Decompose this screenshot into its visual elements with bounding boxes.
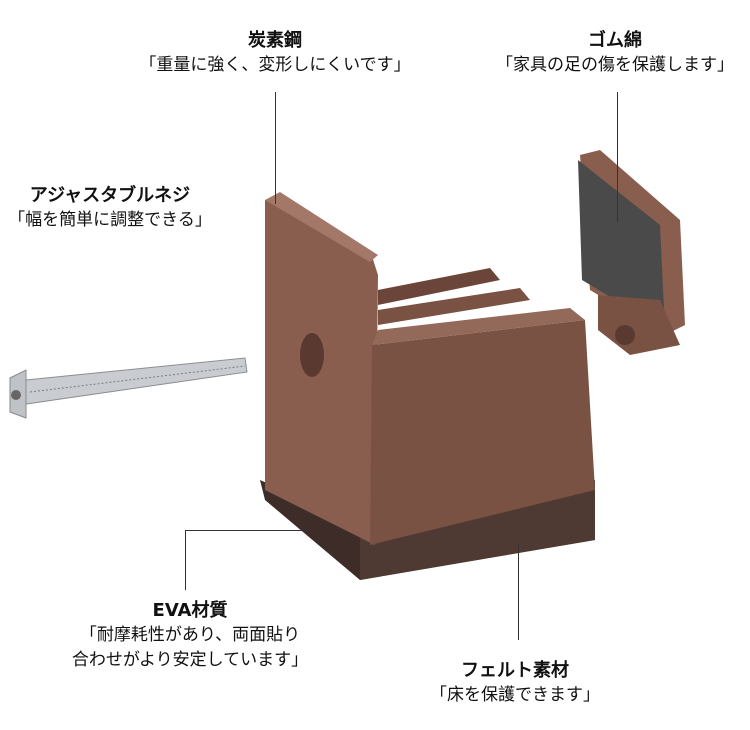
adjustable-screw-desc: 「幅を簡単に調整できる」	[8, 210, 212, 230]
felt-desc: 「床を保護できます」	[430, 685, 600, 705]
felt-leader-line	[518, 545, 519, 640]
eva-leader-line	[185, 530, 186, 590]
carbon-steel-title: 炭素鋼	[248, 30, 302, 51]
felt-label: フェルト素材 「床を保護できます」	[380, 658, 650, 708]
eva-desc-line1: 「耐摩耗性があり、両面貼り	[79, 625, 301, 645]
eva-label: EVA材質 「耐摩耗性があり、両面貼り 合わせがより安定しています」	[40, 598, 340, 673]
rubber-foam-desc: 「家具の足の傷を保護します」	[496, 55, 734, 75]
screw-image	[9, 357, 248, 419]
eva-title: EVA材質	[152, 600, 228, 621]
adjustable-screw-title: アジャスタブルネジ	[29, 185, 191, 206]
rubber-foam-title: ゴム綿	[588, 30, 642, 51]
carbon-steel-label: 炭素鋼 「重量に強く、変形しにくいです」	[100, 28, 450, 78]
carbon-steel-bracket-image	[260, 192, 595, 580]
felt-title: フェルト素材	[461, 660, 569, 681]
rubber-foam-pad-image	[578, 150, 685, 355]
adjustable-screw-label: アジャスタブルネジ 「幅を簡単に調整できる」	[0, 183, 230, 233]
carbon-steel-leader-line	[275, 92, 276, 204]
carbon-steel-desc: 「重量に強く、変形しにくいです」	[139, 55, 411, 75]
rubber-foam-label: ゴム綿 「家具の足の傷を保護します」	[470, 28, 750, 78]
eva-desc-line2: 合わせがより安定しています」	[71, 650, 309, 670]
rubber-foam-leader-line	[617, 92, 618, 222]
eva-leader-line-horizontal	[185, 530, 310, 531]
